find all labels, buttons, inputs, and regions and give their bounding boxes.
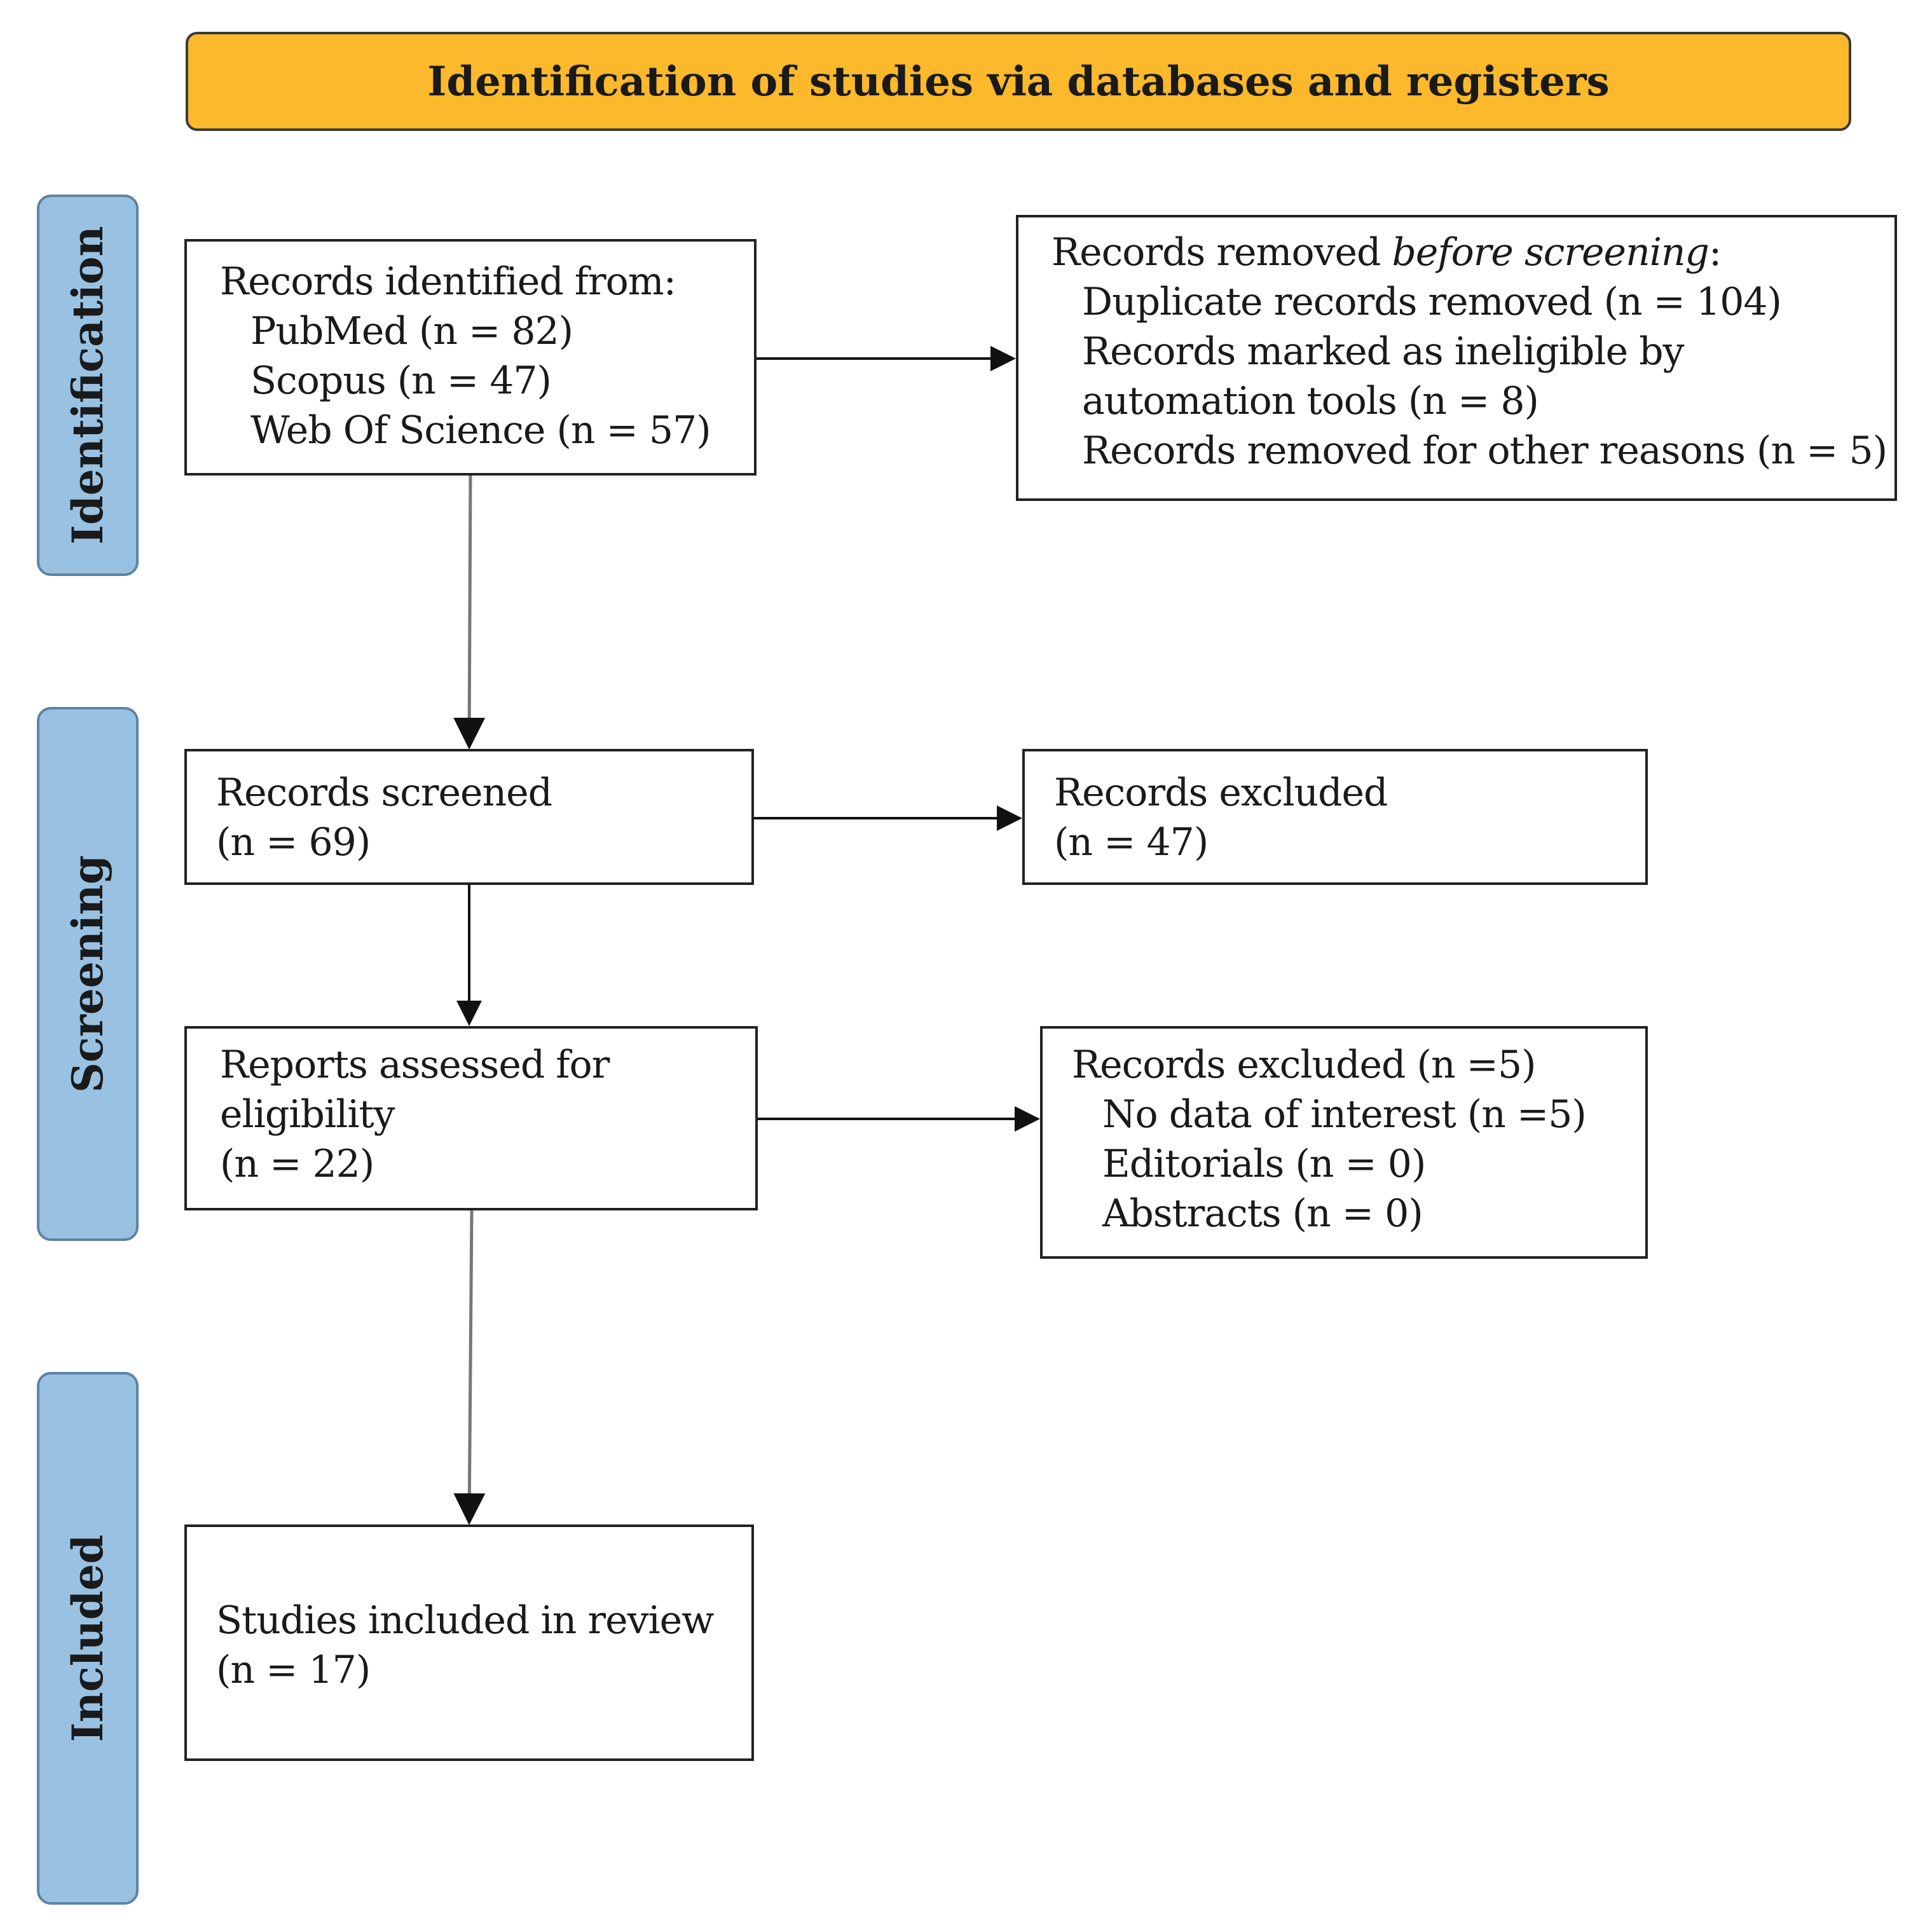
phase-screening: Screening — [37, 707, 139, 1241]
source-web-of-science: Web Of Science (n = 57) — [250, 408, 711, 453]
abstracts: Abstracts (n = 0) — [1102, 1191, 1423, 1236]
records-removed-title-prefix: Records removed — [1051, 230, 1392, 275]
records-screened-box: Records screened (n = 69) — [184, 749, 754, 885]
records-removed-title-italic: before screening — [1392, 230, 1709, 275]
header-title: Identification of studies via databases … — [427, 57, 1610, 106]
phase-included: Included — [37, 1372, 139, 1905]
source-pubmed: PubMed (n = 82) — [250, 309, 573, 353]
ineligible-records-line2: automation tools (n = 8) — [1082, 379, 1539, 423]
editorials: Editorials (n = 0) — [1102, 1142, 1426, 1186]
duplicate-records: Duplicate records removed (n = 104) — [1082, 280, 1782, 324]
phase-identification: Identification — [37, 195, 139, 576]
studies-included-title: Studies included in review — [216, 1598, 715, 1643]
records-removed-title: Records removed before screening: — [1051, 228, 1894, 277]
records-excluded-box: Records excluded (n = 47) — [1022, 749, 1648, 885]
reports-assessed-title: Reports assessed for — [220, 1043, 610, 1087]
records-identified-box: Records identified from: PubMed (n = 82)… — [184, 239, 757, 476]
ineligible-records-line1: Records marked as ineligible by — [1082, 329, 1685, 374]
other-reasons-records: Records removed for other reasons (n = 5… — [1082, 428, 1887, 473]
arrow-identified-to-screened — [453, 475, 486, 750]
records-excluded-count: (n = 47) — [1054, 820, 1209, 865]
records-screened-title: Records screened — [216, 771, 552, 815]
records-screened-count: (n = 69) — [216, 820, 371, 865]
source-scopus: Scopus (n = 47) — [250, 359, 552, 403]
studies-included-box: Studies included in review (n = 17) — [184, 1524, 754, 1761]
reports-assessed-title2: eligibility — [220, 1092, 395, 1137]
reports-excluded-box: Records excluded (n =5) No data of inter… — [1040, 1026, 1648, 1259]
studies-included-count: (n = 17) — [216, 1648, 371, 1692]
header-banner: Identification of studies via databases … — [186, 32, 1851, 131]
records-identified-title: Records identified from: — [220, 259, 676, 304]
reports-assessed-box: Reports assessed for eligibility (n = 22… — [184, 1026, 758, 1210]
records-excluded-title: Records excluded — [1054, 771, 1388, 815]
reports-assessed-count: (n = 22) — [220, 1142, 374, 1186]
arrow-assessed-to-included — [453, 1210, 486, 1525]
reports-excluded-title: Records excluded (n =5) — [1072, 1043, 1537, 1087]
no-data-of-interest: No data of interest (n =5) — [1102, 1092, 1587, 1137]
records-removed-title-suffix: : — [1708, 230, 1722, 275]
records-removed-box: Records removed before screening: Duplic… — [1016, 215, 1897, 501]
